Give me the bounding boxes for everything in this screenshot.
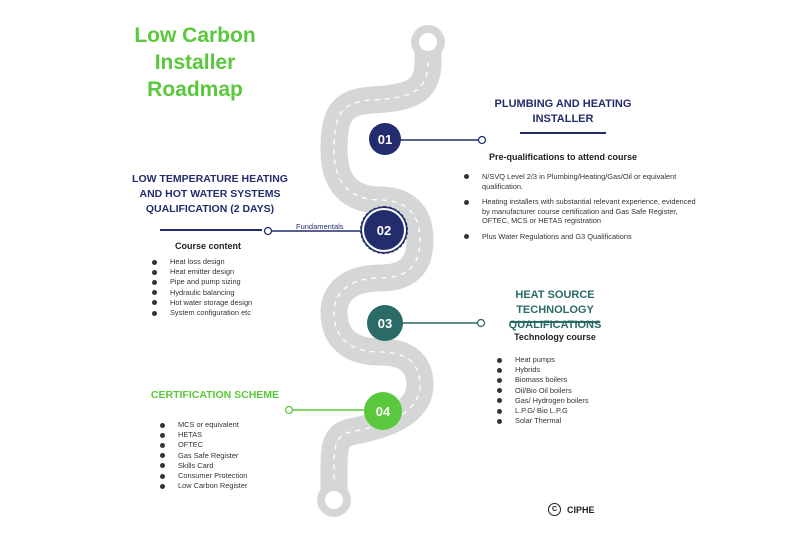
step-02-node: 02 bbox=[360, 206, 408, 254]
connector-03-end bbox=[476, 318, 486, 328]
step-01-heading: PLUMBING AND HEATING INSTALLER bbox=[478, 97, 648, 127]
step-03-heading: HEAT SOURCE TECHNOLOGY QUALIFICATIONS bbox=[480, 288, 630, 333]
road-end-top-hole bbox=[419, 33, 437, 51]
step-04-node: 04 bbox=[364, 392, 402, 430]
step-01-number: 01 bbox=[377, 131, 393, 147]
step-02-tag: Fundamentals bbox=[296, 222, 344, 231]
page-title: Low Carbon Installer Roadmap bbox=[100, 22, 290, 103]
list-item: HETAS bbox=[160, 430, 300, 440]
list-item: Hydraulic balancing bbox=[152, 288, 292, 298]
step-04-list: MCS or equivalent HETAS OFTEC Gas Safe R… bbox=[160, 420, 300, 491]
list-item: Biomass boilers bbox=[497, 375, 637, 385]
list-item: Skills Card bbox=[160, 461, 300, 471]
title-line-2: Roadmap bbox=[147, 78, 243, 101]
step-01-rule bbox=[520, 132, 606, 134]
road-end-bottom-hole bbox=[325, 491, 343, 509]
title-line-1: Low Carbon Installer bbox=[134, 24, 256, 74]
step-03-heading-line-1: HEAT SOURCE TECHNOLOGY bbox=[515, 289, 595, 316]
list-item: Plus Water Regulations and G3 Qualificat… bbox=[464, 232, 696, 242]
copyright-icon: C bbox=[548, 503, 561, 516]
step-02-heading-line-3: QUALIFICATION (2 DAYS) bbox=[145, 203, 275, 215]
list-item: Gas/ Hydrogen boilers bbox=[497, 396, 637, 406]
road-centerline bbox=[333, 42, 429, 497]
connector-02-end bbox=[263, 226, 273, 236]
list-item: Pipe and pump sizing bbox=[152, 277, 292, 287]
step-01-heading-line-2: INSTALLER bbox=[532, 113, 594, 125]
step-02-heading-line-1: LOW TEMPERATURE HEATING bbox=[132, 173, 288, 185]
step-03-rule bbox=[510, 321, 600, 323]
step-03-list: Heat pumps Hybrids Biomass boilers Oil/B… bbox=[497, 355, 637, 426]
list-item: L.P.G/ Bio L.P.G bbox=[497, 406, 637, 416]
step-02-rule bbox=[160, 229, 262, 231]
step-01-node: 01 bbox=[369, 123, 401, 155]
list-item: Consumer Protection bbox=[160, 471, 300, 481]
list-item: Heating installers with substantial rele… bbox=[464, 197, 696, 226]
logo-text: CIPHE bbox=[567, 504, 595, 515]
list-item: N/SVQ Level 2/3 in Plumbing/Heating/Gas/… bbox=[464, 172, 696, 191]
step-03-number: 03 bbox=[377, 315, 393, 331]
step-03-subheading: Technology course bbox=[514, 332, 596, 342]
list-item: Solar Thermal bbox=[497, 416, 637, 426]
list-item: Heat emitter design bbox=[152, 267, 292, 277]
list-item: Hybrids bbox=[497, 365, 637, 375]
list-item: Gas Safe Register bbox=[160, 451, 300, 461]
step-01-subheading: Pre-qualifications to attend course bbox=[488, 152, 638, 162]
list-item: Low Carbon Register bbox=[160, 481, 300, 491]
connector-01-end bbox=[477, 135, 487, 145]
connector-04-end bbox=[284, 405, 294, 415]
step-02-list: Heat loss design Heat emitter design Pip… bbox=[152, 257, 292, 318]
list-item: System configuration etc bbox=[152, 308, 292, 318]
step-04-heading: CERTIFICATION SCHEME bbox=[150, 389, 280, 401]
list-item: Heat pumps bbox=[497, 355, 637, 365]
step-02-number: 02 bbox=[376, 222, 392, 238]
ciphe-logo: C CIPHE bbox=[548, 503, 595, 516]
step-04-number: 04 bbox=[375, 403, 391, 419]
step-02-heading-line-2: AND HOT WATER SYSTEMS bbox=[139, 188, 281, 200]
list-item: Heat loss design bbox=[152, 257, 292, 267]
list-item: MCS or equivalent bbox=[160, 420, 300, 430]
step-02-subheading: Course content bbox=[174, 241, 241, 251]
step-03-node: 03 bbox=[367, 305, 403, 341]
step-01-list: N/SVQ Level 2/3 in Plumbing/Heating/Gas/… bbox=[464, 172, 696, 248]
step-01-heading-line-1: PLUMBING AND HEATING bbox=[494, 98, 632, 110]
list-item: Oil/Bio Oil boilers bbox=[497, 386, 637, 396]
step-02-heading: LOW TEMPERATURE HEATING AND HOT WATER SY… bbox=[118, 172, 302, 217]
list-item: OFTEC bbox=[160, 440, 300, 450]
list-item: Hot water storage design bbox=[152, 298, 292, 308]
